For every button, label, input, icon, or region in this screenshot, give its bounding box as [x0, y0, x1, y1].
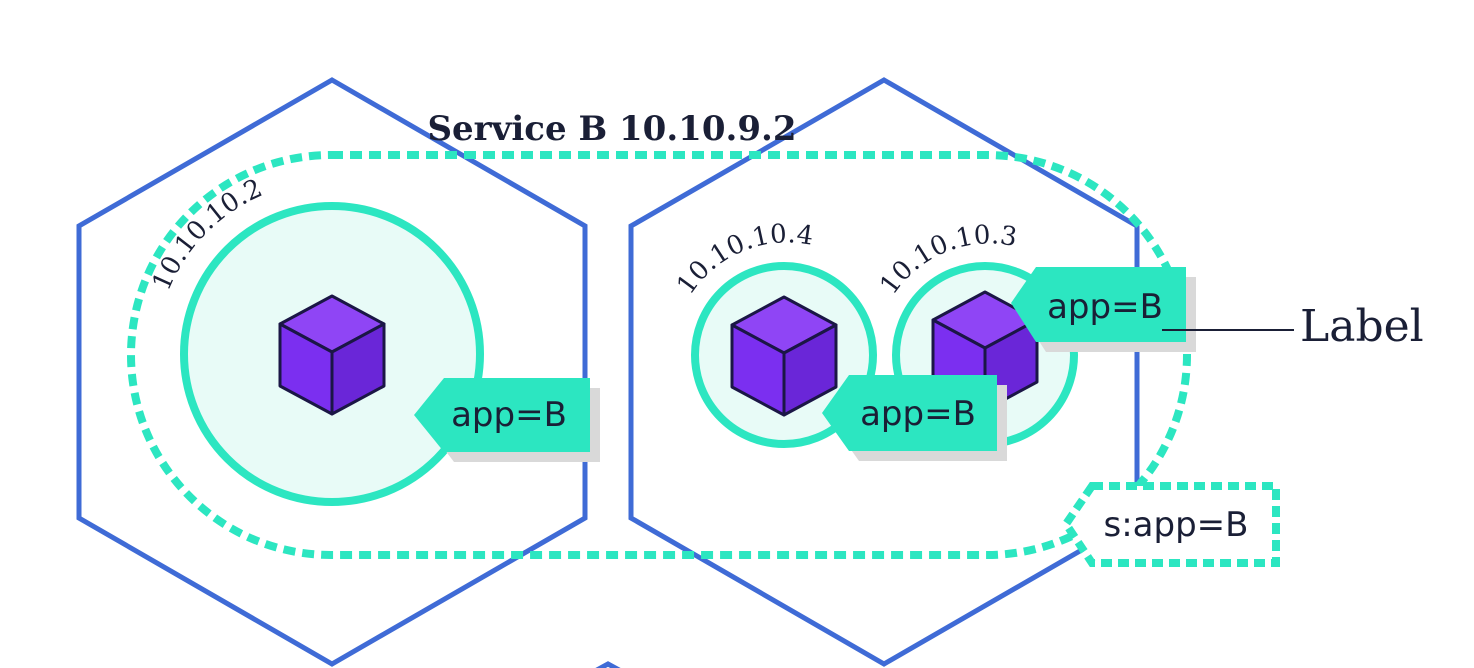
pod-3-label-tag: app=B [1011, 267, 1196, 352]
node-bottom-partial [595, 661, 621, 668]
pod-2-label: app=B [860, 394, 976, 434]
pod-1-label: app=B [451, 395, 567, 435]
pod-1-label-tag: app=B [414, 378, 600, 462]
pod-3-label: app=B [1047, 287, 1163, 327]
node-left-hexagon [76, 77, 588, 667]
service-title: Service B 10.10.9.2 [428, 109, 797, 149]
cube-icon [278, 294, 386, 416]
selector-text: s:app=B [1104, 505, 1249, 545]
cube-icon [730, 295, 838, 417]
pod-2-label-tag: app=B [822, 375, 1007, 461]
selector-tag: s:app=B [1061, 482, 1280, 567]
legend-label: Label [1300, 301, 1424, 352]
pod-1: 10.10.10.2 app=B [147, 173, 600, 506]
service-boundary [127, 151, 1191, 559]
